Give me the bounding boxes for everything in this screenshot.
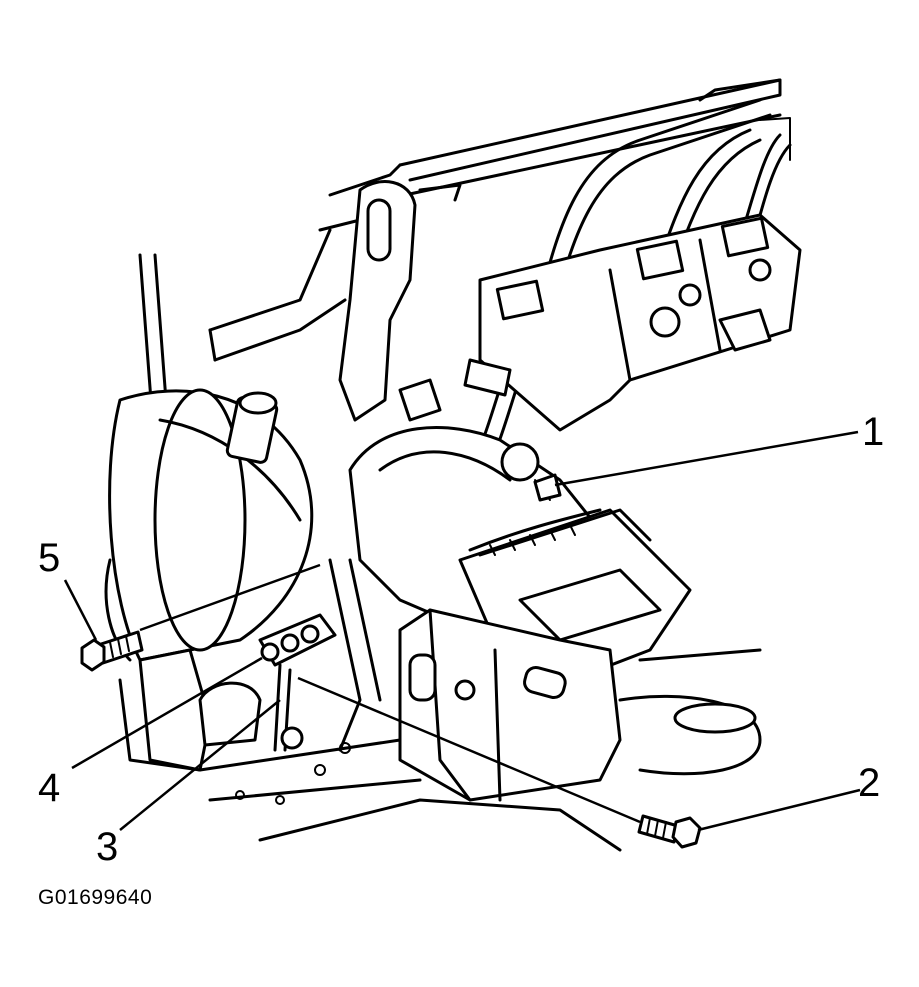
leader-2 <box>697 788 861 832</box>
callout-label-4: 4 <box>38 766 61 810</box>
leader-3 <box>119 699 281 831</box>
figure-id: G01699640 <box>38 886 153 909</box>
floor-pan <box>198 648 762 852</box>
callout-label-2: 2 <box>858 761 881 805</box>
leader-lines <box>63 430 861 832</box>
leader-1 <box>554 430 859 487</box>
leader-5b <box>139 563 321 632</box>
lower-bracket <box>398 608 622 802</box>
callout-label-1: 1 <box>862 410 885 454</box>
callout-label-5: 5 <box>38 536 61 580</box>
pump-body <box>104 388 314 662</box>
support-arm <box>338 180 462 422</box>
abs-modulator <box>478 213 802 432</box>
leader-5 <box>63 579 98 641</box>
bolt-1-icon <box>533 473 562 502</box>
leader-4 <box>71 656 263 770</box>
wiring-connector <box>258 613 337 752</box>
callout-label-3: 3 <box>96 825 119 869</box>
bolt-2-icon <box>637 814 702 849</box>
leader-2b <box>297 676 641 824</box>
bolt-5-icon <box>80 630 144 672</box>
